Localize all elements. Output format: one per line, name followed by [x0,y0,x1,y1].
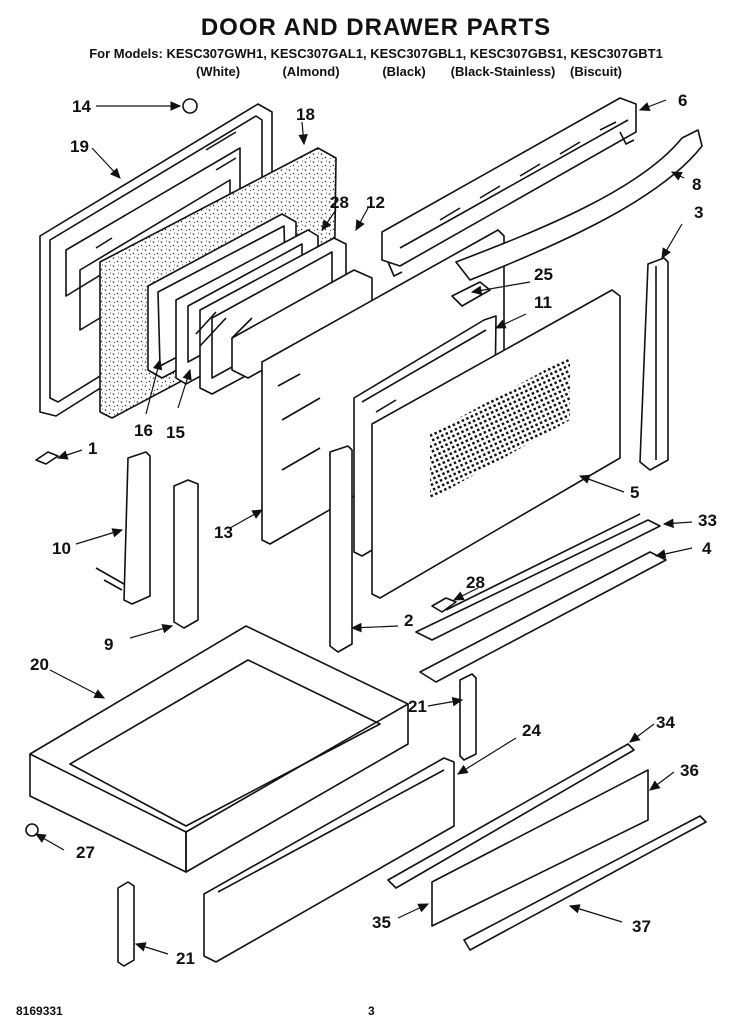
callout-25: 25 [534,265,553,284]
callout-6: 6 [678,91,687,110]
part-8-handle [455,129,703,281]
callout-36: 36 [680,761,699,780]
callout-28-upper: 28 [330,193,349,212]
part-21-slide-upper [459,673,477,761]
color-black: (Black) [382,64,426,79]
callout-37: 37 [632,917,651,936]
part-28-spacer-clip [431,597,457,613]
callout-15: 15 [166,423,185,442]
callout-11: 11 [534,293,552,312]
part-1-clip [35,451,59,465]
callout-10: 10 [52,539,71,558]
color-almond: (Almond) [282,64,340,79]
callout-3: 3 [694,203,703,222]
part-10-hinge [95,451,151,605]
part-21-slide-lower [117,881,135,967]
callout-20: 20 [30,655,49,674]
part-2-door-support [329,445,353,653]
part-24-drawer-front [203,757,455,963]
callout-16: 16 [134,421,153,440]
callout-33: 33 [698,511,717,530]
part-3-side-bracket [639,257,669,471]
part-27-screw [25,823,39,837]
page-title: DOOR AND DRAWER PARTS [200,14,552,41]
part-36-panel [431,769,649,927]
color-variants: (White) (Almond) (Black) (Black-Stainles… [0,64,752,80]
color-white: (White) [195,64,241,79]
color-biscuit: (Biscuit) [570,64,622,79]
callout-35: 35 [372,913,391,932]
part-37-bottom-trim [463,815,707,951]
callout-9: 9 [104,635,113,654]
callout-24: 24 [522,721,541,740]
callout-34: 34 [656,713,675,732]
callout-2: 2 [404,611,413,630]
callout-13: 13 [214,523,233,542]
part-9-channel [173,479,199,629]
callout-1: 1 [88,439,97,458]
models-line: For Models: KESC307GWH1, KESC307GAL1, KE… [89,46,663,61]
callout-21-lower: 21 [176,949,195,968]
page-number: 3 [368,1004,375,1018]
part-20-drawer [29,625,409,873]
part-33-4-rails [415,513,667,683]
callout-5: 5 [630,483,639,502]
part-6-vent-trim [381,97,637,277]
part-5-outer-glass [371,289,621,599]
callout-28-lower: 28 [466,573,485,592]
callout-18: 18 [296,105,315,124]
doc-number: 8169331 [16,1004,63,1018]
color-black-stainless: (Black-Stainless) [450,64,556,79]
callout-21-upper: 21 [408,697,427,716]
callout-8: 8 [692,175,701,194]
callout-27: 27 [76,843,95,862]
callout-14: 14 [72,97,91,116]
callout-12: 12 [366,193,385,212]
callout-4: 4 [702,539,712,558]
part-14-screw [182,98,198,114]
part-34-trim [387,743,635,889]
callout-19: 19 [70,137,89,156]
